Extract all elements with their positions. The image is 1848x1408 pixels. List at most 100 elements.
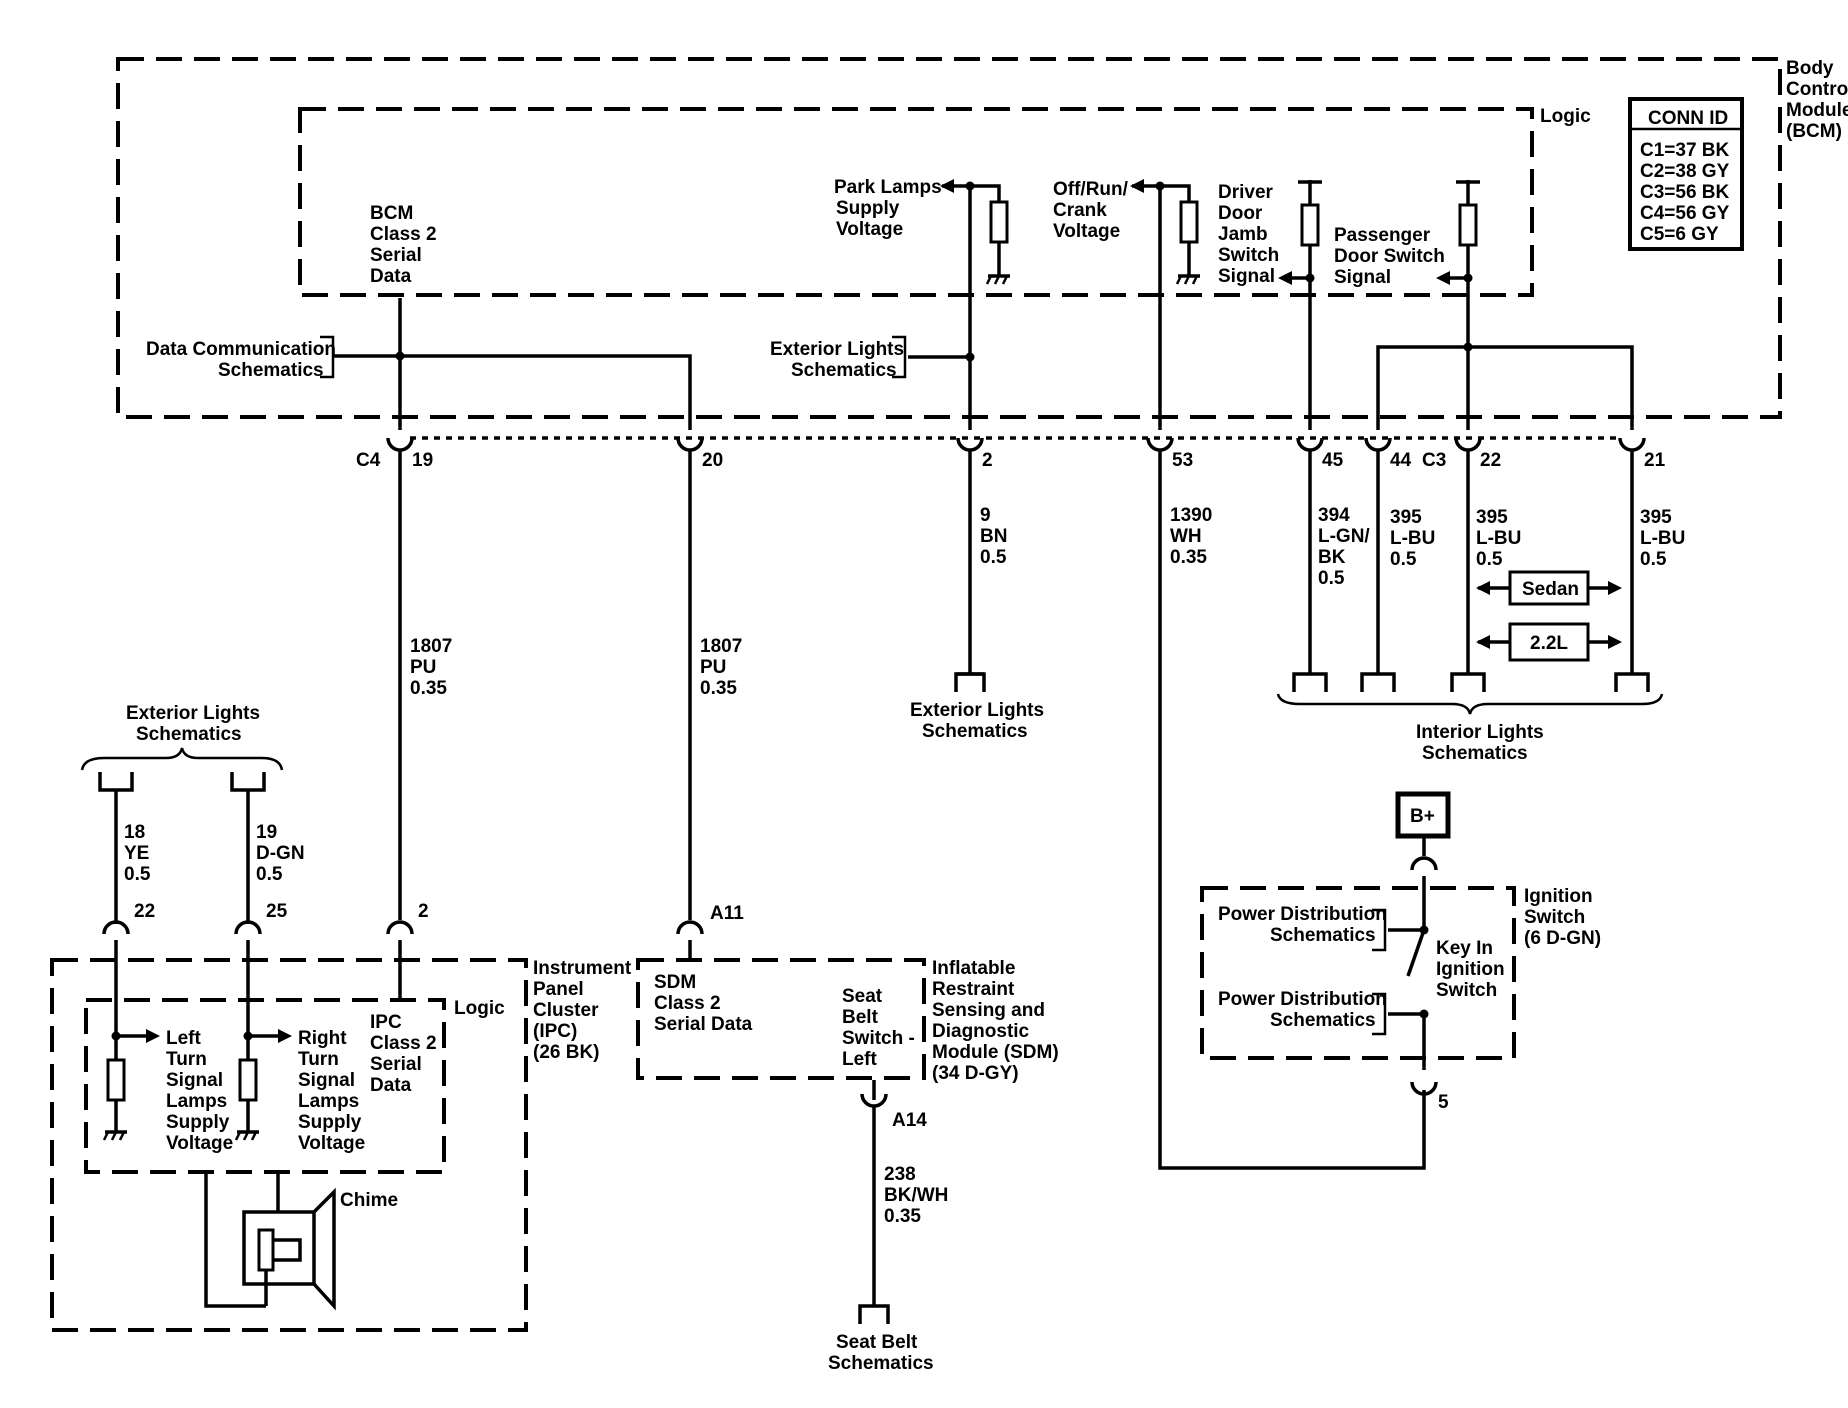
power-distribution-ref-1: Power Distribution Schematics [1218, 904, 1387, 946]
key-in-ignition-label: Key In Ignition Switch [1436, 938, 1505, 1001]
conn-id-row: C4=56 GY [1640, 203, 1730, 224]
svg-text:Instrument: Instrument [533, 958, 632, 979]
svg-text:BN: BN [980, 526, 1007, 547]
wire-45: 394 L-GN/ BK 0.5 [1308, 450, 1370, 674]
sdm-module-name: Inflatable Restraint Sensing and Diagnos… [932, 958, 1059, 1084]
svg-text:YE: YE [124, 843, 149, 864]
svg-text:Voltage: Voltage [1053, 221, 1120, 242]
svg-text:Cluster: Cluster [533, 1000, 599, 1021]
svg-text:Seat: Seat [842, 986, 883, 1007]
svg-text:Schematics: Schematics [791, 360, 897, 381]
svg-text:Switch -: Switch - [842, 1028, 915, 1049]
conn-id-table: CONN ID C1=37 BK C2=38 GY C3=56 BK C4=56… [1628, 97, 1744, 251]
chime-speaker: Chime [204, 1174, 398, 1311]
chime-label: Chime [340, 1190, 398, 1211]
sedan-option: Sedan [1476, 570, 1622, 606]
park-lamps-label: Park Lamps Supply Voltage [834, 177, 942, 240]
svg-text:395: 395 [1390, 507, 1422, 528]
svg-text:Ignition: Ignition [1524, 886, 1593, 907]
pin-label: 19 [412, 450, 433, 471]
svg-text:Turn: Turn [298, 1049, 339, 1070]
svg-text:Switch: Switch [1524, 907, 1585, 928]
ipc-pin-25: 25 [266, 901, 288, 922]
svg-text:Belt: Belt [842, 1007, 879, 1028]
svg-text:Class 2: Class 2 [370, 1033, 437, 1054]
exterior-lights-bcm-ref: Exterior Lights Schematics [770, 339, 904, 381]
svg-text:395: 395 [1640, 507, 1672, 528]
svg-text:Key In: Key In [1436, 938, 1493, 959]
svg-text:0.5: 0.5 [1390, 549, 1417, 570]
svg-text:Left: Left [842, 1049, 878, 1070]
pin-label: 44 [1390, 450, 1412, 471]
svg-text:Voltage: Voltage [836, 219, 903, 240]
ipc-right-turn-circuit: Right Turn Signal Lamps Supply Voltage [234, 1028, 365, 1154]
ignition-switch-name: Ignition Switch (6 D-GN) [1524, 886, 1601, 949]
svg-text:Inflatable: Inflatable [932, 958, 1015, 979]
svg-text:Voltage: Voltage [298, 1133, 365, 1154]
engine-option: 2.2L [1476, 622, 1622, 662]
svg-text:SDM: SDM [654, 972, 696, 993]
svg-text:Signal: Signal [298, 1070, 355, 1091]
svg-text:Schematics: Schematics [136, 724, 242, 745]
svg-text:Module (SDM): Module (SDM) [932, 1042, 1059, 1063]
svg-text:Door Switch: Door Switch [1334, 246, 1445, 267]
svg-text:Exterior Lights: Exterior Lights [910, 700, 1044, 721]
svg-text:9: 9 [980, 505, 991, 526]
svg-text:BCM: BCM [370, 203, 413, 224]
connector-pin-symbols [386, 437, 1646, 452]
svg-text:Seat Belt: Seat Belt [836, 1332, 918, 1353]
svg-text:(26 BK): (26 BK) [533, 1042, 600, 1063]
off-run-crank-circuit [1130, 179, 1200, 430]
battery-bplus-label: B+ [1410, 806, 1435, 827]
svg-text:Voltage: Voltage [166, 1133, 233, 1154]
svg-text:BK: BK [1318, 547, 1346, 568]
conn-id-row: C5=6 GY [1640, 224, 1719, 245]
svg-text:0.5: 0.5 [1640, 549, 1667, 570]
svg-text:Exterior Lights: Exterior Lights [770, 339, 904, 360]
off-run-crank-label: Off/Run/ Crank Voltage [1053, 179, 1129, 242]
svg-text:Right: Right [298, 1028, 347, 1049]
svg-text:L-BU: L-BU [1476, 528, 1521, 549]
svg-text:(34 D-GY): (34 D-GY) [932, 1063, 1019, 1084]
data-communication-ref: Data Communication Schematics [146, 339, 336, 381]
ipc-logic-label: Logic [454, 998, 505, 1019]
wire-238: 238 BK/WH 0.35 [858, 1106, 948, 1324]
svg-text:(IPC): (IPC) [533, 1021, 577, 1042]
svg-text:PU: PU [700, 657, 726, 678]
svg-text:238: 238 [884, 1164, 916, 1185]
svg-text:1807: 1807 [700, 636, 742, 657]
connector-c4-label: C4 [356, 450, 381, 471]
svg-text:0.35: 0.35 [410, 678, 447, 699]
ipc-module: Instrument Panel Cluster (IPC) (26 BK) L… [50, 901, 632, 1332]
sdm-class2-label: SDM Class 2 Serial Data [654, 972, 753, 1035]
wire-19-dgn: 19 D-GN 0.5 [246, 790, 305, 924]
svg-text:Schematics: Schematics [828, 1353, 934, 1374]
pin-label: 20 [702, 450, 723, 471]
svg-text:Supply: Supply [166, 1112, 230, 1133]
ipc-pin-2: 2 [418, 901, 429, 922]
svg-text:Serial: Serial [370, 1054, 422, 1075]
svg-text:Switch: Switch [1436, 980, 1497, 1001]
svg-text:Off/Run/: Off/Run/ [1053, 179, 1129, 200]
park-lamps-circuit [892, 179, 1010, 430]
wire-21: 395 L-BU 0.5 [1630, 450, 1685, 674]
svg-text:1390: 1390 [1170, 505, 1212, 526]
sdm-seatbelt-label: Seat Belt Switch - Left [842, 986, 915, 1070]
seat-belt-ref: Seat Belt Schematics [828, 1332, 934, 1374]
wire-20: 1807 PU 0.35 [688, 450, 742, 920]
svg-text:Class 2: Class 2 [370, 224, 437, 245]
conn-id-row: C2=38 GY [1640, 161, 1730, 182]
svg-text:0.35: 0.35 [1170, 547, 1207, 568]
driver-door-label: Driver Door Jamb Switch Signal [1218, 182, 1279, 287]
svg-text:18: 18 [124, 822, 145, 843]
svg-text:19: 19 [256, 822, 277, 843]
svg-text:Park Lamps: Park Lamps [834, 177, 942, 198]
wire-53: 1390 WH 0.35 [1158, 450, 1426, 1170]
connector-c3-label: C3 [1422, 450, 1446, 471]
sdm-pin-a11: A11 [710, 903, 744, 924]
ignition-pin-5: 5 [1438, 1092, 1449, 1113]
svg-text:Jamb: Jamb [1218, 224, 1268, 245]
interior-lights-ref: Interior Lights Schematics [1416, 722, 1544, 764]
svg-text:Data: Data [370, 1075, 412, 1096]
svg-text:Panel: Panel [533, 979, 584, 1000]
